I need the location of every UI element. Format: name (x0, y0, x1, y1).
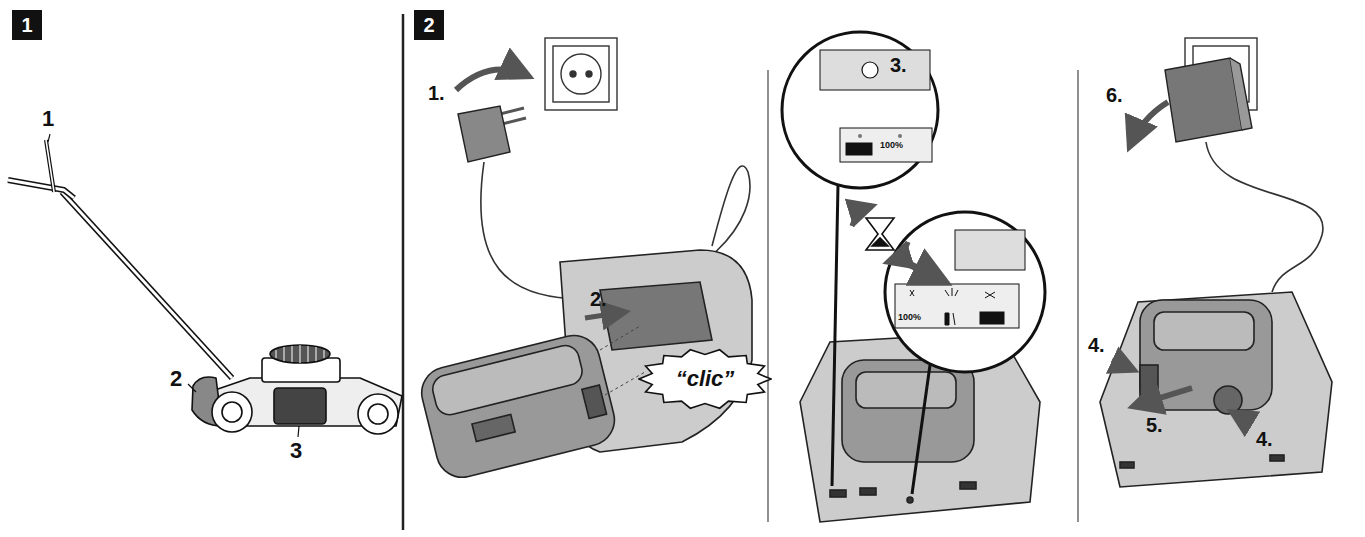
panel-divider (402, 14, 405, 530)
indicator-text: 100% (898, 312, 921, 322)
step-number: 2 (414, 10, 444, 40)
indicator-text: 100% (880, 140, 903, 150)
lawn-mower (8, 140, 402, 434)
step-number: 4. (1088, 334, 1105, 357)
step-number: 3. (890, 54, 907, 77)
sound-text: “clic” (676, 366, 735, 392)
move-arrow (456, 70, 528, 90)
move-arrow (585, 312, 625, 318)
callout-number: 3 (290, 438, 302, 464)
sound-burst: “clic” (638, 348, 772, 410)
panel-divider (767, 70, 768, 522)
step-number: 1 (12, 10, 42, 40)
step-number: 1. (428, 82, 445, 105)
step-number: 5. (1146, 414, 1163, 437)
battery (416, 330, 620, 483)
guide-line (600, 326, 645, 395)
move-arrow (1112, 360, 1252, 424)
hourglass-icon (852, 206, 945, 282)
step-label: 2 (423, 14, 434, 37)
move-arrow (1130, 102, 1168, 146)
step-number: 2. (590, 288, 607, 311)
step-number: 6. (1106, 84, 1123, 107)
power-adapter (1165, 58, 1323, 292)
callout-number: 1 (42, 106, 54, 132)
step-number: 4. (1256, 428, 1273, 451)
callout-number: 2 (170, 366, 182, 392)
charger (1100, 292, 1332, 487)
step-label: 1 (21, 14, 32, 37)
wall-socket (545, 38, 617, 110)
panel-divider (1077, 70, 1078, 522)
indicator-zoom (782, 32, 1045, 494)
leader-line (48, 134, 299, 437)
burst-outline (639, 350, 771, 408)
